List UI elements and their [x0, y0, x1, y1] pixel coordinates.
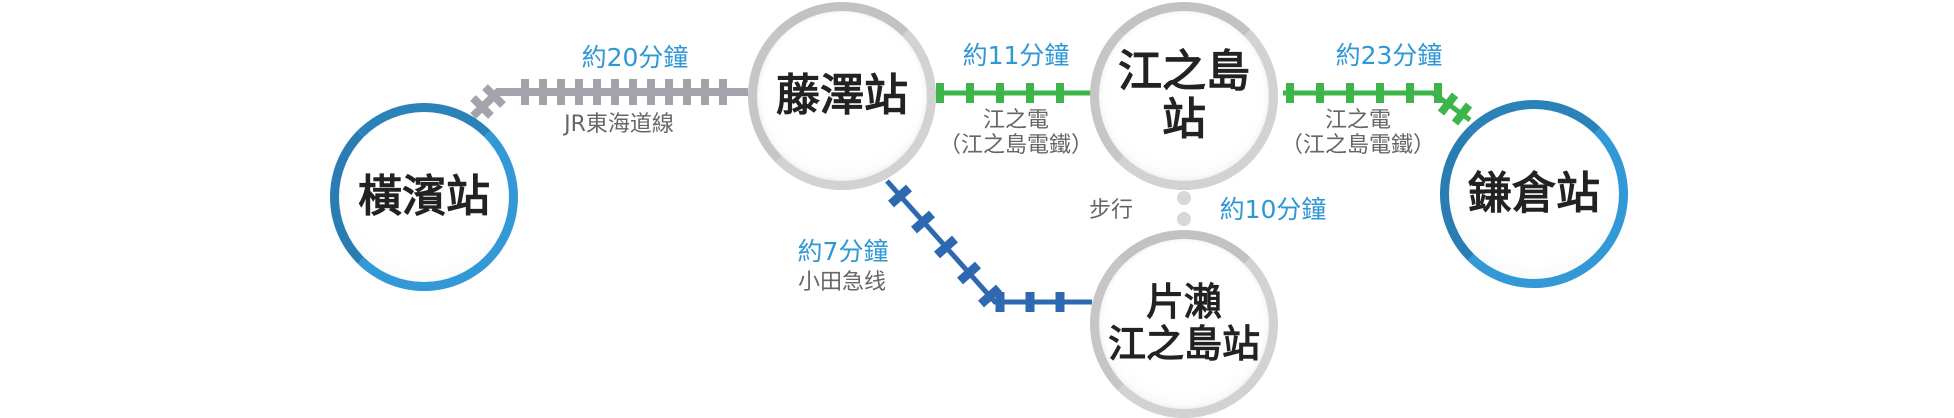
route-line-walk: 步行 [1088, 198, 1134, 223]
rail-tie [470, 95, 494, 119]
rail-tie [957, 261, 981, 285]
route-line-enoden-1: 江之電（江之島電鐵） [939, 108, 1093, 159]
odakyu-line [885, 179, 1092, 312]
station-enoshima[interactable]: 江之島站 [1090, 2, 1278, 190]
walk-dot [1177, 212, 1191, 226]
route-time-fujisawa-katase: 約7分鐘 [797, 237, 889, 266]
station-yokohama[interactable]: 橫濱站 [330, 103, 518, 291]
jr-tokaido-line [470, 79, 748, 119]
rail-tie [978, 284, 1002, 308]
station-fujisawa[interactable]: 藤澤站 [748, 2, 936, 190]
enoden-line-2 [1283, 83, 1473, 126]
route-time-katase-enoshima: 約10分鐘 [1219, 195, 1327, 224]
station-name: 藤澤站 [776, 69, 908, 121]
station-katase-enoshima[interactable]: 片瀨江之島站 [1090, 230, 1278, 418]
station-name: 江之島站 [1118, 45, 1250, 145]
rail-tie [1437, 92, 1459, 116]
route-time-enoshima-kamakura: 約23分鐘 [1335, 41, 1443, 70]
station-kamakura[interactable]: 鎌倉站 [1440, 100, 1628, 288]
line-name: 江之電 [1324, 108, 1392, 133]
line-name: 江之電 [982, 108, 1050, 133]
rail-tie [934, 235, 958, 259]
rail-tie [482, 84, 506, 108]
route-time-yokohama-fujisawa: 約20分鐘 [581, 43, 689, 72]
rail-tie [888, 184, 912, 208]
route-line-enoden-2: 江之電（江之島電鐵） [1281, 108, 1435, 159]
enoden-line-1 [935, 83, 1095, 103]
station-name: 片瀨江之島站 [1107, 280, 1260, 366]
station-name-line2: 江之島站 [1107, 322, 1260, 366]
line-name-sub: （江之島電鐵） [1280, 133, 1436, 159]
station-name: 橫濱站 [358, 170, 490, 222]
rail-tie [911, 210, 935, 234]
line-name-sub: （江之島電鐵） [938, 133, 1094, 159]
route-time-fujisawa-enoshima: 約11分鐘 [962, 41, 1070, 70]
rail-tie [1451, 102, 1473, 126]
route-line-odakyu: 小田急线 [797, 270, 887, 295]
station-name: 鎌倉站 [1468, 167, 1600, 219]
station-name-line1: 片瀨 [1145, 280, 1222, 325]
walk-dot [1177, 191, 1191, 205]
route-line-jr: JR東海道線 [564, 112, 674, 137]
